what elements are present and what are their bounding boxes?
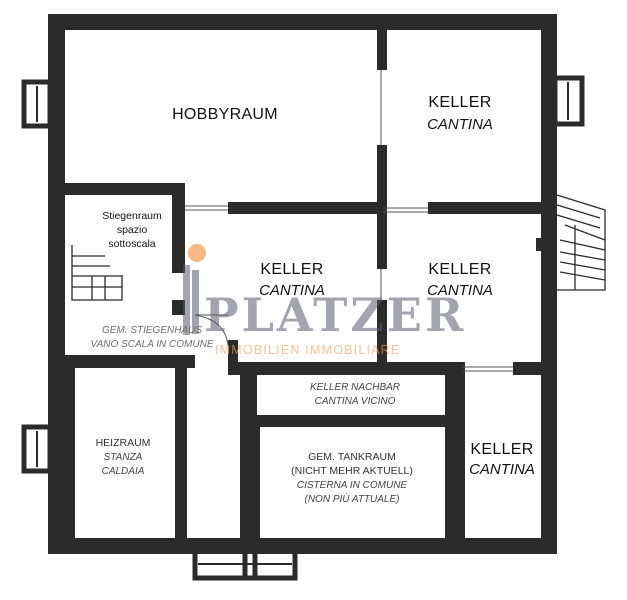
- room-stiegenraum-line3: sottoscala: [108, 238, 156, 250]
- room-keller-2-de: KELLER: [260, 261, 324, 278]
- room-keller-3-it: CANTINA: [427, 282, 493, 299]
- room-tankraum-line4: (NON PIÙ ATTUALE): [304, 494, 400, 505]
- room-hobbyraum: HOBBYRAUM: [172, 106, 278, 123]
- room-heizraum-it-line2: CALDAIA: [101, 466, 145, 477]
- room-tankraum-line3: CISTERNA IN COMUNE: [296, 480, 408, 491]
- room-heizraum-de: HEIZRAUM: [95, 437, 151, 449]
- watermark-brand: PLATZER: [204, 288, 467, 342]
- room-tankraum-line2: (NICHT MEHR AKTUELL): [291, 465, 413, 477]
- room-keller-1-de: KELLER: [428, 94, 492, 111]
- watermark-tagline: IMMOBILIEN IMMOBILIARE: [215, 343, 401, 357]
- right-staircase: [556, 194, 606, 291]
- room-keller-4-de: KELLER: [470, 441, 534, 458]
- room-keller-2-it: CANTINA: [259, 282, 325, 299]
- window-glazing: [36, 82, 569, 565]
- room-keller-1-it: CANTINA: [427, 116, 493, 133]
- door-swing: [194, 314, 229, 346]
- platzer-logo-mark: [183, 244, 206, 335]
- door-openings: [185, 70, 513, 372]
- room-keller-4-it: CANTINA: [469, 461, 535, 478]
- left-staircase: [71, 245, 123, 301]
- room-tankraum-line1: GEM. TANKRAUM: [308, 451, 396, 463]
- room-keller-nachbar-it: CANTINA VICINO: [314, 396, 396, 407]
- room-stiegenraum-line2: spazio: [116, 224, 148, 236]
- room-keller-nachbar-de: KELLER NACHBAR: [309, 382, 401, 393]
- room-heizraum-it-line1: STANZA: [103, 452, 143, 463]
- room-stiegenraum-line1: Stiegenraum: [102, 210, 162, 222]
- room-stiegenhaus-de: GEM. STIEGENHAUS: [101, 325, 202, 336]
- room-keller-3-de: KELLER: [428, 261, 492, 278]
- room-stiegenhaus-it: VANO SCALA IN COMUNE: [90, 339, 214, 350]
- walls: [48, 14, 557, 554]
